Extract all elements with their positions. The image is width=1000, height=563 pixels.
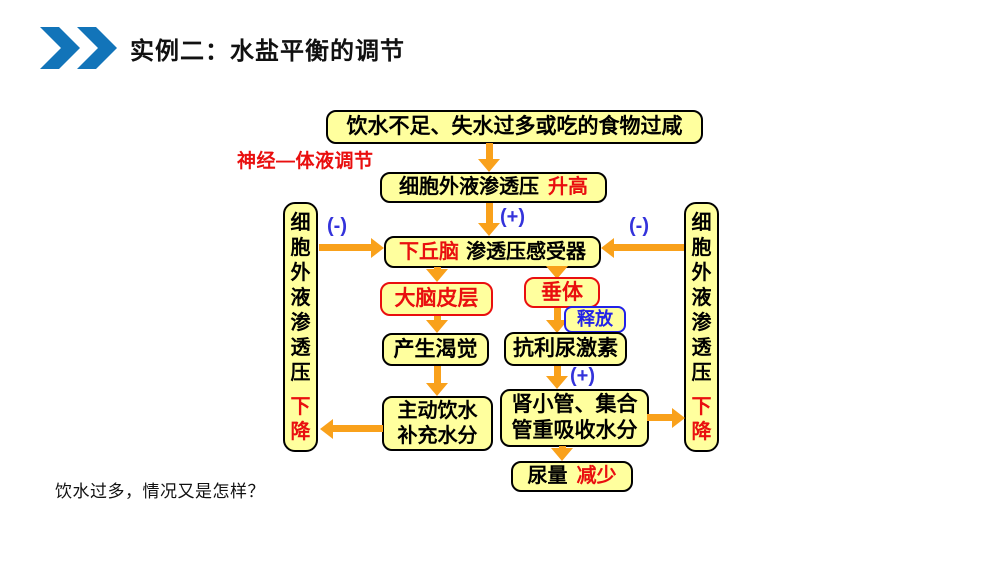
arrow-hypothalamus-to-pituitary-icon bbox=[546, 266, 568, 279]
arrow-cortex-to-thirst-icon bbox=[426, 316, 448, 333]
pituitary-box: 垂体 bbox=[524, 277, 600, 308]
adh-text: 抗利尿激素 bbox=[513, 337, 618, 361]
page-title: 实例二：水盐平衡的调节 bbox=[130, 38, 405, 65]
osmotic-rise-box: 细胞外液渗透压 升高 bbox=[380, 172, 607, 203]
drink-line1: 主动饮水 bbox=[397, 400, 478, 423]
urine-prefix: 尿量 bbox=[527, 465, 568, 488]
left-osmotic-drop-box: 细胞外液渗透压 下降 bbox=[283, 202, 318, 452]
cerebral-cortex-box: 大脑皮层 bbox=[380, 282, 493, 316]
hypothalamus-highlight: 下丘脑 bbox=[399, 240, 459, 263]
pituitary-text: 垂体 bbox=[541, 280, 583, 304]
kidney-line1: 肾小管、集合 bbox=[511, 393, 638, 417]
right-osmotic-drop-text: 细胞外液渗透压 bbox=[691, 212, 712, 384]
release-text: 释放 bbox=[577, 308, 613, 329]
arrow-osmotic-to-hypothalamus-icon bbox=[478, 203, 500, 236]
hypothalamus-suffix: 渗透压感受器 bbox=[466, 240, 586, 263]
arrow-thirst-to-drink-icon bbox=[426, 366, 448, 396]
arrow-left-feedback-icon bbox=[319, 237, 384, 258]
arrow-right-feedback-icon bbox=[601, 237, 684, 258]
arrow-pituitary-to-adh-icon bbox=[546, 308, 568, 333]
right-osmotic-drop-box: 细胞外液渗透压 下降 bbox=[684, 202, 719, 452]
drink-water-box: 主动饮水 补充水分 bbox=[382, 396, 493, 451]
thirst-text: 产生渴觉 bbox=[393, 337, 478, 361]
arrow-drink-to-left-box-icon bbox=[320, 418, 383, 439]
urine-highlight: 减少 bbox=[576, 465, 617, 488]
regulation-type-label: 神经—体液调节 bbox=[237, 151, 374, 172]
left-osmotic-drop-text: 细胞外液渗透压 bbox=[290, 212, 311, 384]
kidney-reabsorb-box: 肾小管、集合 管重吸收水分 bbox=[500, 389, 649, 447]
cerebral-cortex-text: 大脑皮层 bbox=[394, 287, 479, 311]
title-chevron-icon bbox=[40, 27, 118, 74]
plus-sign-top: (+) bbox=[500, 206, 525, 228]
osmotic-prefix: 细胞外液渗透压 bbox=[399, 176, 539, 199]
minus-sign-left: (-) bbox=[327, 215, 347, 237]
right-osmotic-drop-highlight: 下降 bbox=[691, 396, 712, 443]
minus-sign-right: (-) bbox=[629, 215, 649, 237]
arrow-adh-to-kidney-icon bbox=[546, 366, 568, 389]
arrow-kidney-to-right-box-icon bbox=[647, 407, 685, 428]
footer-question: 饮水过多，情况又是怎样？ bbox=[55, 482, 265, 501]
cause-text: 饮水不足、失水过多或吃的食物过咸 bbox=[346, 115, 683, 139]
cause-box: 饮水不足、失水过多或吃的食物过咸 bbox=[326, 110, 703, 144]
thirst-box: 产生渴觉 bbox=[382, 333, 489, 366]
osmotic-highlight: 升高 bbox=[548, 176, 588, 199]
arrow-kidney-to-urine-icon bbox=[551, 446, 573, 461]
arrow-hypothalamus-to-cortex-icon bbox=[426, 267, 448, 282]
arrow-cause-to-osmotic-icon bbox=[478, 143, 500, 172]
hypothalamus-box: 下丘脑 渗透压感受器 bbox=[384, 236, 601, 268]
left-osmotic-drop-highlight: 下降 bbox=[290, 396, 311, 443]
release-label-box: 释放 bbox=[564, 306, 626, 333]
plus-sign-bottom: (+) bbox=[570, 365, 595, 387]
urine-box: 尿量 减少 bbox=[511, 461, 633, 492]
kidney-line2: 管重吸收水分 bbox=[511, 419, 638, 442]
drink-line2: 补充水分 bbox=[397, 424, 478, 447]
adh-box: 抗利尿激素 bbox=[504, 332, 627, 366]
